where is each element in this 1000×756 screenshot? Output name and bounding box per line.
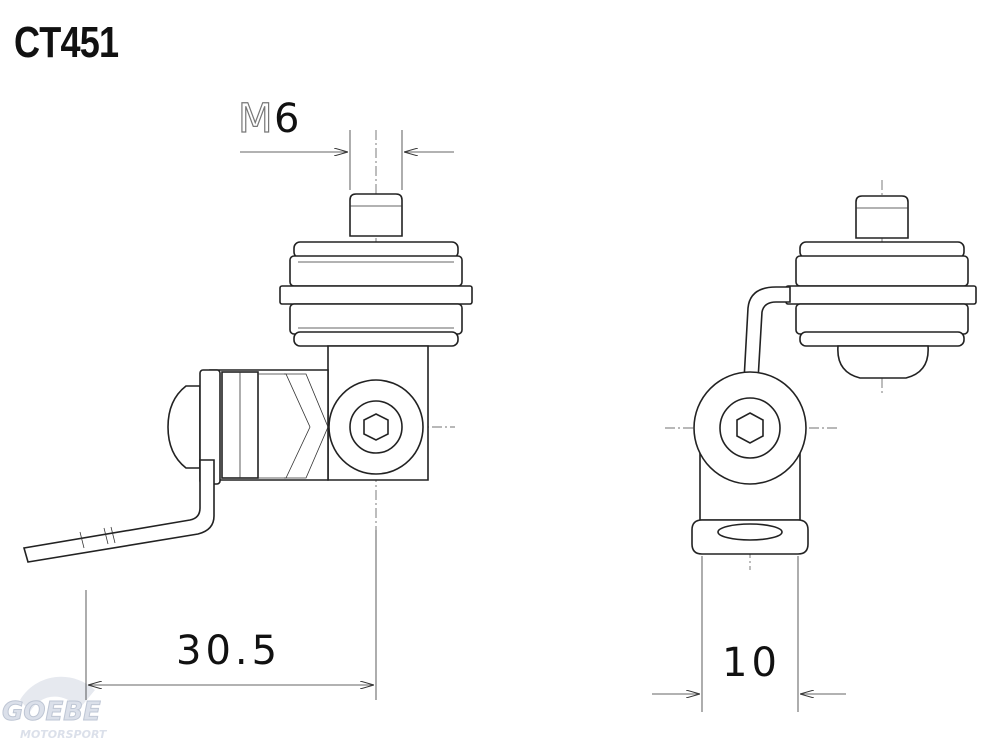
knob-flange-right — [785, 285, 977, 305]
left-view: M 6 30.5 — [22, 95, 473, 700]
bracket-arm-left — [22, 459, 215, 563]
dome-cap-right — [837, 345, 929, 379]
m6-stud-left — [349, 193, 403, 237]
bracket-rod-right — [743, 286, 791, 381]
part-number-title: CT451 — [14, 18, 119, 67]
thread-size: 6 — [274, 96, 299, 142]
knob-flange-left — [279, 285, 473, 305]
hex-socket-right — [736, 412, 764, 444]
dimension-width: 10 — [722, 640, 781, 686]
svg-text:MOTORSPORT: MOTORSPORT — [20, 728, 108, 741]
m6-stud-right — [855, 195, 909, 239]
watermark-logo: GOEBE MOTORSPORT — [2, 676, 108, 741]
svg-text:GOEBE: GOEBE — [2, 697, 101, 727]
dimension-offset: 30.5 — [176, 628, 281, 674]
thread-prefix: M — [238, 96, 273, 142]
hex-socket-left — [363, 413, 389, 441]
right-view: 10 — [652, 180, 977, 712]
dome-cap-left — [167, 385, 201, 469]
